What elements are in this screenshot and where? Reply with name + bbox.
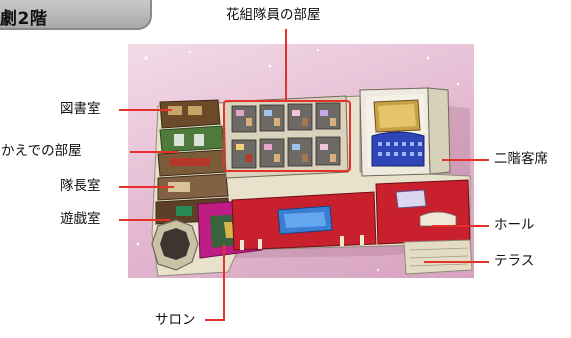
label-game-room: 遊戯室	[60, 211, 101, 227]
label-kaede-room: かえでの部屋	[1, 143, 82, 159]
floor-map-render	[136, 48, 473, 277]
label-second-floor-seats: 二階客席	[494, 151, 548, 167]
label-captain-room: 隊長室	[60, 178, 101, 194]
floor-header: 劇2階	[0, 0, 152, 30]
floor-title: 劇2階	[0, 9, 48, 29]
label-library: 図書室	[60, 101, 101, 117]
label-hall: ホール	[494, 217, 535, 233]
label-salon: サロン	[155, 312, 196, 328]
label-terrace: テラス	[494, 253, 535, 269]
floor-map-panel	[128, 44, 474, 278]
label-hanagumi-rooms: 花組隊員の部屋	[226, 7, 321, 23]
